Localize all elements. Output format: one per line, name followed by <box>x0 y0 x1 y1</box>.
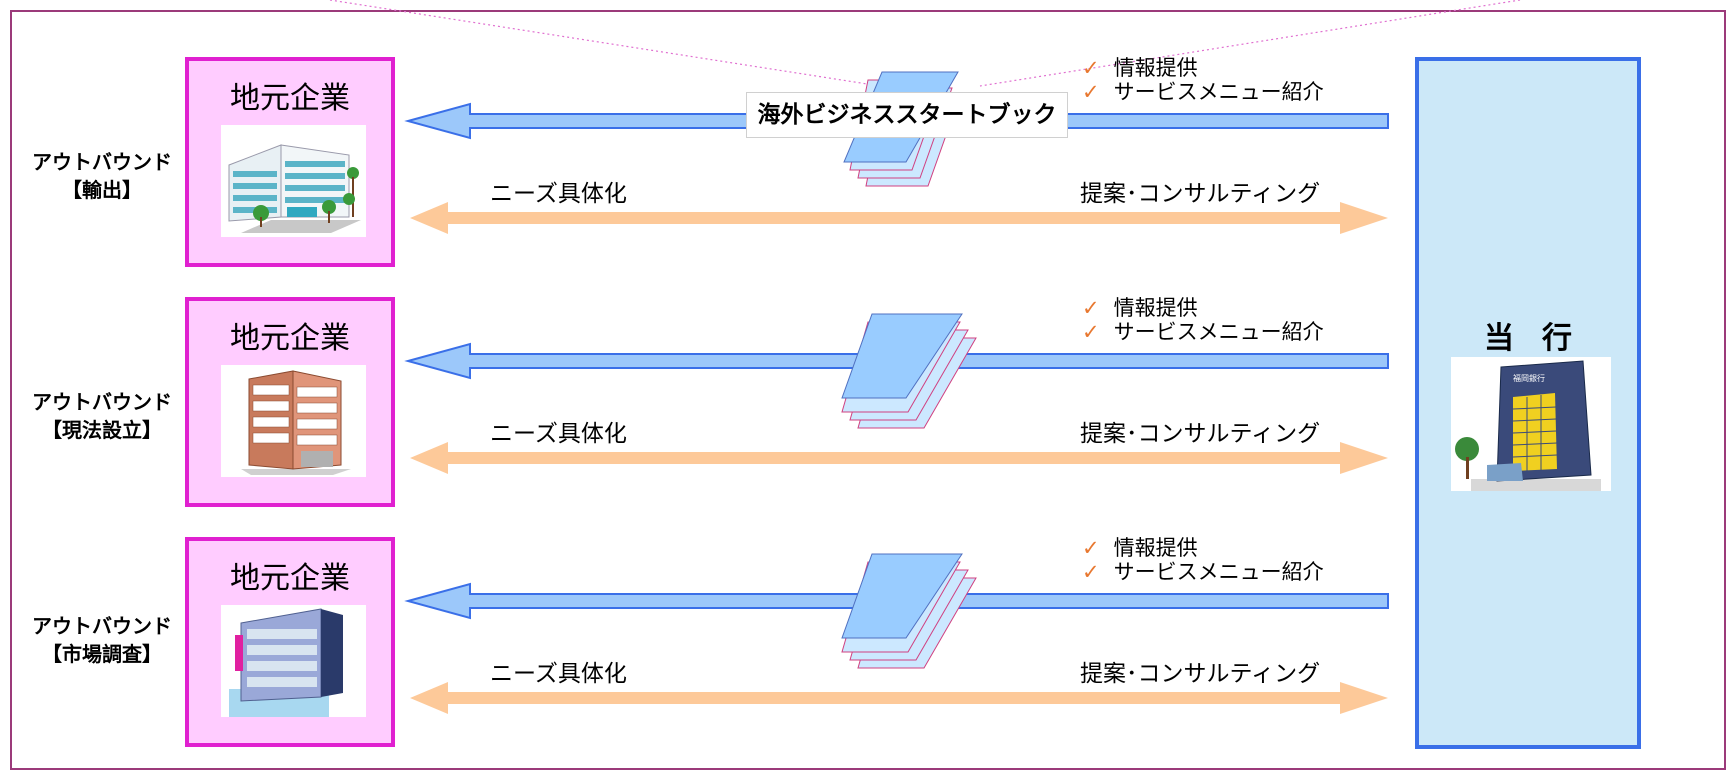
info-item-text: 情報提供 <box>1113 536 1198 560</box>
company-title: 地元企業 <box>230 561 350 596</box>
orange-arrow-row3 <box>410 682 1388 714</box>
check-icon: ✓ <box>1082 56 1100 80</box>
orange-arrow-row2 <box>410 442 1388 474</box>
orange-arrow-row1 <box>410 202 1388 234</box>
bank-sign: 福岡銀行 <box>1513 373 1545 383</box>
info-item-text: サービスメニュー紹介 <box>1113 80 1324 104</box>
consulting-label-row1: 提案･コンサルティング <box>1080 181 1321 207</box>
info-item: ✓ サービスメニュー紹介 <box>1082 320 1324 344</box>
company-box-row2: 地元企業 <box>185 297 395 507</box>
needs-label-row1: ニーズ具体化 <box>490 181 627 207</box>
company-title: 地元企業 <box>230 81 350 116</box>
row-label-line1: アウトバウンド <box>32 390 172 414</box>
info-item: ✓ サービスメニュー紹介 <box>1082 80 1324 104</box>
row-label-export: アウトバウンド 【輸出】 <box>14 148 190 204</box>
company-title: 地元企業 <box>230 321 350 356</box>
info-item: ✓ 情報提供 <box>1082 296 1324 320</box>
info-item-text: 情報提供 <box>1113 56 1198 80</box>
bank-title: 当行 <box>1484 321 1600 356</box>
row-label-line2: 【市場調査】 <box>42 642 162 666</box>
info-list-row1: ✓ 情報提供 ✓ サービスメニュー紹介 <box>1082 56 1324 104</box>
document-stack-row3 <box>841 553 977 669</box>
consulting-label-row2: 提案･コンサルティング <box>1080 421 1321 447</box>
needs-label-row2: ニーズ具体化 <box>490 421 627 447</box>
check-icon: ✓ <box>1082 536 1100 560</box>
company-box-row3: 地元企業 <box>185 537 395 747</box>
startbook-label: 海外ビジネススタートブック <box>746 92 1068 138</box>
info-item: ✓ サービスメニュー紹介 <box>1082 560 1324 584</box>
row-label-subsidiary: アウトバウンド 【現法設立】 <box>14 388 190 444</box>
info-item: ✓ 情報提供 <box>1082 536 1324 560</box>
check-icon: ✓ <box>1082 296 1100 320</box>
modern-building-illustration <box>221 605 366 717</box>
check-icon: ✓ <box>1082 560 1100 584</box>
row-label-market-research: アウトバウンド 【市場調査】 <box>14 612 190 668</box>
info-item-text: 情報提供 <box>1113 296 1198 320</box>
row-label-line2: 【現法設立】 <box>42 418 162 442</box>
office-building-illustration <box>221 125 366 237</box>
info-list-row3: ✓ 情報提供 ✓ サービスメニュー紹介 <box>1082 536 1324 584</box>
bank-box: 当行 福岡銀行 <box>1415 57 1641 749</box>
info-item-text: サービスメニュー紹介 <box>1113 560 1324 584</box>
info-item: ✓ 情報提供 <box>1082 56 1324 80</box>
check-icon: ✓ <box>1082 320 1100 344</box>
callout-lines <box>329 0 1521 87</box>
row-label-line1: アウトバウンド <box>32 150 172 174</box>
brick-building-illustration <box>221 365 366 477</box>
row-label-line1: アウトバウンド <box>32 614 172 638</box>
company-box-row1: 地元企業 <box>185 57 395 267</box>
info-item-text: サービスメニュー紹介 <box>1113 320 1324 344</box>
bank-building-illustration: 福岡銀行 <box>1451 357 1611 491</box>
document-stack-row2 <box>841 313 977 429</box>
needs-label-row3: ニーズ具体化 <box>490 661 627 687</box>
check-icon: ✓ <box>1082 80 1100 104</box>
row-label-line2: 【輸出】 <box>62 178 142 202</box>
consulting-label-row3: 提案･コンサルティング <box>1080 661 1321 687</box>
info-list-row2: ✓ 情報提供 ✓ サービスメニュー紹介 <box>1082 296 1324 344</box>
